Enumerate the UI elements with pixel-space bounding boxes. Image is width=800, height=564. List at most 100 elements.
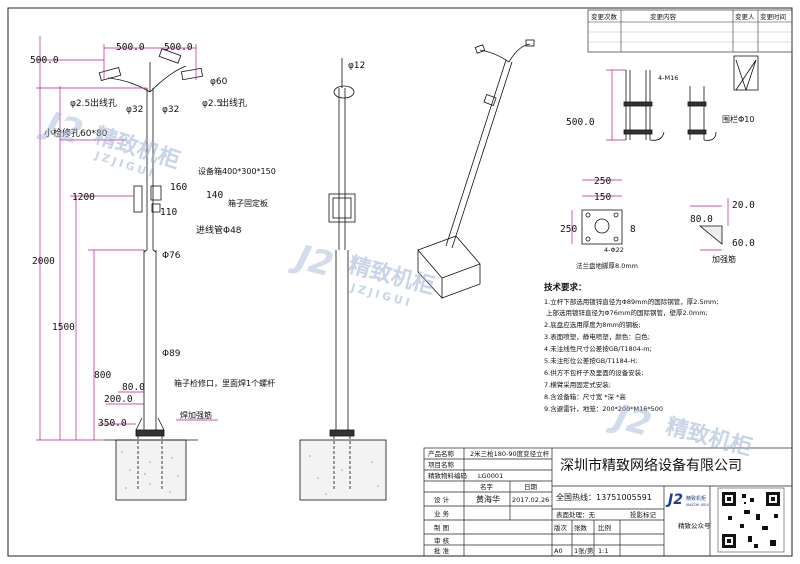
flange-caption: 法兰盘地脚厚8.0mm [576, 261, 638, 270]
watermark-center: J2 精致机柜 JZJIGUI [286, 236, 437, 310]
hoop-dim-500: 500.0 [566, 117, 595, 128]
tech-item: 2.底盘应选用厚度为8mm的钢板; [544, 320, 641, 329]
dim-top-right-500: 500.0 [164, 42, 193, 53]
tb-design-date: 2017.02.26 [512, 496, 549, 504]
hoop-dim-lines [606, 69, 626, 141]
tb-surface-label: 表面处理：无 [556, 510, 596, 519]
tb-product-name: 2米三枪180-90度变径立杆 [470, 449, 550, 458]
tb-design-label: 设 计 [434, 495, 450, 504]
label-box-plate: 箱子固定板 [228, 198, 268, 208]
tech-item: 7.横臂采用固定式安装; [544, 380, 611, 389]
tech-item: 8.含设备箱：尺寸宽 *深 *高 [544, 392, 626, 401]
tb-projection-label: 投影标记 [630, 510, 657, 519]
hoop-m16: 4-M16 [658, 74, 678, 82]
tb-drafter-label: 制 图 [434, 523, 449, 532]
label-weld-rib: 焊加强筋 [180, 410, 212, 420]
rib-dim-lines [690, 198, 729, 251]
flange-detail [581, 209, 623, 245]
tech-item: 9.含避雷针，地笼：200*200*M16*500 [544, 404, 663, 413]
dim-d89: Φ89 [162, 349, 181, 359]
rib-20: 20.0 [732, 200, 755, 211]
tb-qty-label: 张数 [574, 523, 588, 532]
tech-item: 1.立杆下部选用镀锌直径为Φ89mm的国际钢管，厚2.5mm; [544, 297, 718, 306]
front-dimension-lines [36, 36, 218, 441]
hoop-detail [623, 55, 759, 141]
flange-holes: 4-Φ22 [604, 246, 624, 254]
tb-product-name-label: 产品名称 [428, 449, 455, 458]
title-block-texts: 产品名称 2米三枪180-90度变径立杆 项目名称 精致物料编码 LG0001 … [428, 449, 742, 555]
tb-version-label: 版次 [554, 523, 568, 532]
rib-detail [698, 225, 723, 245]
dim-d2-5-left: φ2.5 [70, 99, 90, 109]
tb-scale-label: 比例 [598, 523, 611, 532]
tech-item: 5.未注形位公差按GB/T1184-H; [544, 356, 637, 365]
tb-designer: 黄海华 [476, 494, 500, 504]
tb-material-code: LG0001 [478, 472, 503, 480]
revision-table: 变更次数 变更内容 变更人 变更时间 [587, 9, 793, 53]
tb-review-label: 审 核 [434, 536, 450, 545]
tb-business-label: 业 务 [434, 509, 450, 518]
tb-hotline: 全国热线：13751005591 [556, 492, 652, 502]
isometric-view [417, 39, 535, 300]
flange-150: 150 [594, 192, 611, 203]
dim-110: 110 [160, 207, 177, 218]
qr-code [717, 487, 785, 553]
dim-350: 350.0 [98, 418, 127, 429]
dim-160: 160 [170, 182, 187, 193]
tech-requirements: 技术要求： 1.立杆下部选用镀锌直径为Φ89mm的国际钢管，厚2.5mm; 上部… [544, 282, 718, 413]
dim-d76: Φ76 [162, 251, 181, 261]
rev-header-person: 变更人 [735, 12, 755, 21]
sheet-border [7, 7, 793, 557]
tb-logo-text: 精致机柜 [686, 495, 706, 502]
flange-dim-lines [571, 179, 622, 244]
tb-col-name: 名字 [480, 482, 494, 491]
front-footing-texture [121, 451, 179, 493]
tb-logo-mark: J2 [665, 492, 683, 508]
tb-scale: 1:1 [598, 547, 608, 555]
tb-logo: J2 精致机柜 JINGZHI JIGUI [665, 492, 709, 508]
label-outlet-left: 出线孔 [90, 97, 117, 109]
tb-company: 深圳市精致网络设备有限公司 [560, 457, 742, 474]
label-conduit: 进线管Φ48 [196, 224, 242, 236]
side-footing-texture [309, 455, 379, 495]
rev-header-content: 变更内容 [650, 12, 677, 21]
watermark-text: 精致机柜 [663, 413, 755, 461]
tb-col-date: 日期 [524, 483, 538, 491]
label-inspection-hole: 小检修孔60*80 [44, 127, 108, 139]
flange-250-side: 250 [560, 224, 577, 235]
watermark-logo: J2 [35, 102, 88, 153]
dim-d60: φ60 [210, 77, 228, 87]
dim-vertical-500: 500.0 [30, 55, 59, 66]
dim-d2-5-right: φ2.5 [202, 99, 222, 109]
rev-header-time: 变更时间 [760, 12, 786, 21]
dim-d32-left: φ32 [126, 105, 143, 115]
dim-h800: 800 [94, 370, 111, 381]
flange-250: 250 [594, 176, 611, 187]
dim-80: 80.0 [122, 382, 145, 393]
tech-item: 3.表面喷塑，静电喷塑，颜色：白色; [544, 332, 650, 341]
rib-caption: 加强筋 [712, 254, 736, 264]
tb-material-code-label: 精致物料编码 [428, 471, 468, 480]
dim-top-left-500: 500.0 [116, 42, 145, 53]
dim-140: 140 [206, 190, 223, 201]
front-view [98, 48, 204, 501]
dim-d12: φ12 [348, 61, 365, 71]
tech-title: 技术要求： [544, 282, 587, 293]
dim-h1500: 1500 [52, 322, 75, 333]
tb-sheet: 1张/第 [574, 546, 594, 555]
rev-header-count: 变更次数 [591, 12, 618, 21]
tech-item: 上部选用镀锌直径为Φ76mm的国际钢管，壁厚2.0mm; [546, 308, 708, 317]
label-repair-hole: 箱子检修口，里面焊1个螺杆 [174, 378, 275, 388]
side-view [299, 58, 387, 501]
tb-project-name-label: 项目名称 [428, 460, 455, 469]
dim-h1200: 1200 [72, 192, 95, 203]
tb-version: A0 [554, 547, 563, 555]
label-equipment-box: 设备箱400*300*150 [198, 166, 276, 176]
flange-8: 8 [630, 224, 636, 235]
tb-logo-sub: JINGZHI JIGUI [685, 503, 709, 507]
title-block [423, 447, 793, 557]
tech-item: 4.未注线性尺寸公差按GB/T1804-m; [544, 344, 652, 353]
hoop-label: 围栏Φ10 [722, 114, 754, 124]
watermark-logo: J2 [286, 236, 337, 286]
